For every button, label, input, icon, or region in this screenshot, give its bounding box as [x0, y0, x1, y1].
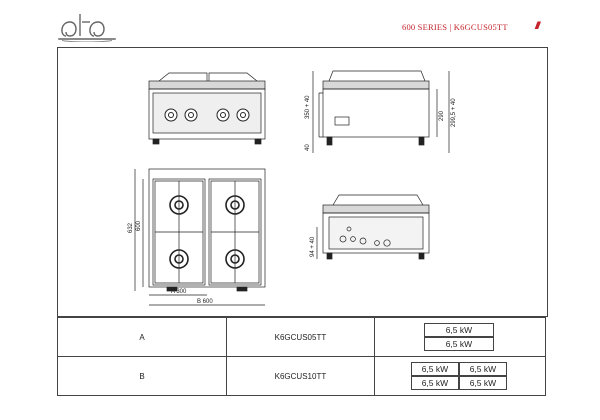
plan-view: [134, 168, 266, 306]
power-ratings: 6,5 kW 6,5 kW: [423, 323, 496, 351]
row-label: B: [56, 356, 228, 396]
power-value: 6,5 kW: [458, 362, 507, 376]
power-ratings: 6,5 kW 6,5 kW 6,5 kW 6,5 kW: [410, 362, 509, 390]
power-value: 6,5 kW: [458, 376, 507, 390]
brand-hatch-icon: ////: [535, 21, 540, 32]
alfa-brand-logo: [58, 14, 116, 42]
power-value: 6,5 kW: [423, 337, 494, 351]
dim-plan-width-b: B 600: [197, 299, 213, 305]
front-view: [148, 72, 266, 145]
dim-side-feet: 40: [305, 144, 311, 151]
power-value: 6,5 kW: [410, 376, 459, 390]
series-model-label: 600 SERIES | K6GCUS05TT: [402, 22, 508, 32]
side-view: [312, 70, 450, 153]
dim-plan-depth-inner: 600: [136, 220, 142, 231]
row-label: A: [56, 317, 228, 357]
technical-drawing-frame: [57, 47, 548, 317]
dim-side-height-right-b: 299,5 + 40: [451, 98, 457, 127]
rear-view: [316, 194, 430, 260]
dim-side-height-right-a: 290: [439, 110, 445, 121]
model-power-table: A K6GCUS05TT 6,5 kW 6,5 kW B K6GCUS10TT …: [56, 317, 547, 396]
dim-plan-depth-outer: 632: [128, 222, 134, 233]
table-row: B K6GCUS10TT 6,5 kW 6,5 kW 6,5 kW 6,5 kW: [56, 356, 547, 396]
dim-plan-width-a: A 300: [171, 289, 187, 295]
dim-rear-height: 94 + 40: [310, 236, 316, 257]
model-code: K6GCUS05TT: [226, 317, 375, 357]
table-row: A K6GCUS05TT 6,5 kW 6,5 kW: [56, 317, 547, 357]
model-code: K6GCUS10TT: [226, 356, 375, 396]
technical-drawing: 350 + 40 40 290 299,5 + 40 632 600 A 300…: [128, 70, 457, 306]
power-value: 6,5 kW: [423, 323, 494, 337]
dim-side-height: 350 + 40: [305, 95, 311, 119]
power-value: 6,5 kW: [410, 362, 459, 376]
